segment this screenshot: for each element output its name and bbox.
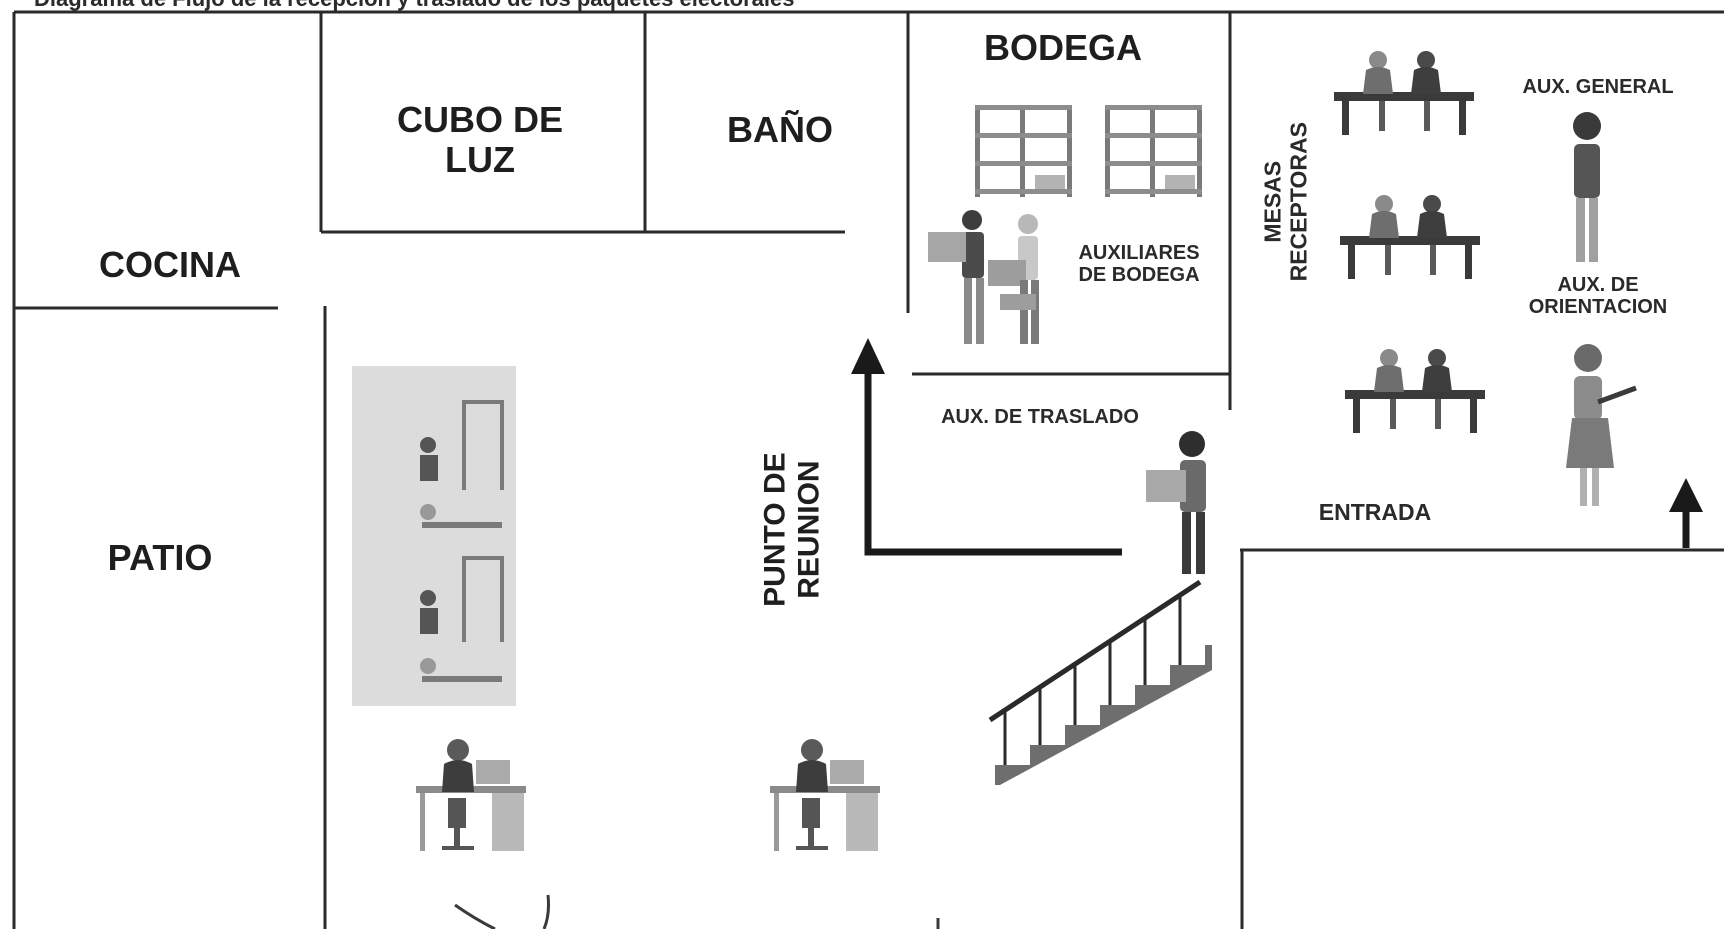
stairs-icon [988,579,1212,785]
room-label-cubo-de-luz: CUBO DE LUZ [396,99,563,181]
label-aux-de-traslado: AUX. DE TRASLADO [941,406,1139,428]
office-workers-panel-icon [352,366,516,706]
shelf-icon [1105,105,1202,197]
label-entrada: ENTRADA [1318,499,1432,525]
standing-man-icon [1573,112,1601,262]
reception-table-icon [1340,195,1480,279]
reception-table-icon [1334,51,1474,135]
diagram-caption: Diagrama de Flujo de la recepcion y tras… [34,0,795,12]
label-mesas-receptoras: MESAS RECEPTORAS [1259,122,1311,282]
entrance-arrow [1669,478,1703,548]
people-carrying-box-icon [928,210,1039,344]
woman-with-tablet-icon [1566,344,1637,506]
arrow-up-icon [851,338,885,374]
label-punto-de-reunion: PUNTO DE REUNION [758,452,825,607]
office-desk-worker-icon [414,737,528,853]
reception-table-icon [1345,349,1485,433]
room-label-cocina: COCINA [99,244,241,285]
flow-path-arrow [851,338,1122,556]
walls [12,10,1724,929]
office-desk-worker-icon [768,737,882,853]
person-with-box-icon [1146,431,1206,574]
shelf-icon [975,105,1072,197]
label-aux-de-orientacion: AUX. DE ORIENTACION [1528,274,1668,319]
room-label-patio: PATIO [107,537,213,578]
label-auxiliares-de-bodega: AUXILIARES DE BODEGA [1078,242,1200,287]
room-label-bodega: BODEGA [983,27,1142,68]
room-label-bano: BAÑO [727,109,833,150]
label-aux-general: AUX. GENERAL [1522,76,1674,98]
arrow-up-icon [1669,478,1703,512]
